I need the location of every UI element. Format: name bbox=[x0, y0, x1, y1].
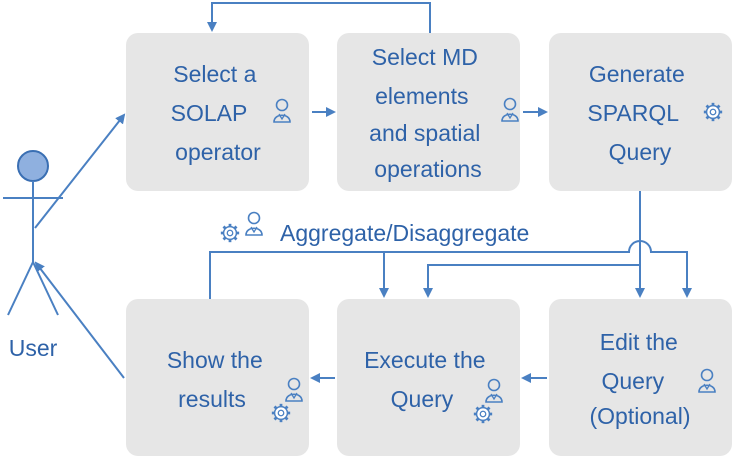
user-icon bbox=[245, 211, 263, 236]
generate-label: Generate SPARQL Query bbox=[587, 61, 691, 165]
gear-icon bbox=[472, 403, 494, 425]
actor-head bbox=[17, 150, 49, 182]
box-edit bbox=[549, 299, 732, 456]
actor-label: User bbox=[9, 335, 58, 361]
aggregate-label: Aggregate/Disaggregate bbox=[280, 220, 529, 246]
arrow-user-to-select bbox=[34, 113, 126, 229]
gear-icon bbox=[702, 101, 724, 123]
arrow-md-loop-back bbox=[207, 2, 431, 33]
show-results-label: Show the results bbox=[167, 347, 269, 412]
edit-label: Edit the Query (Optional) bbox=[590, 329, 691, 429]
user-actor: User bbox=[3, 150, 63, 361]
box-select-operator bbox=[126, 33, 309, 191]
execute-label: Execute the Query bbox=[364, 347, 492, 412]
box-generate bbox=[549, 33, 732, 191]
box-select-md bbox=[337, 33, 520, 191]
select-md-label: Select MD elements and spatial operation… bbox=[369, 44, 487, 182]
arrow-aggregate-loop bbox=[209, 240, 692, 299]
box-show-results bbox=[126, 299, 309, 456]
connectors bbox=[34, 2, 692, 383]
gear-icon bbox=[270, 402, 292, 424]
arrow-generate-to-execute bbox=[423, 264, 640, 298]
arrow-results-to-user bbox=[34, 261, 125, 379]
select-operator-label: Select a SOLAP operator bbox=[171, 61, 263, 165]
gear-icon bbox=[219, 222, 241, 244]
box-execute bbox=[337, 299, 520, 456]
